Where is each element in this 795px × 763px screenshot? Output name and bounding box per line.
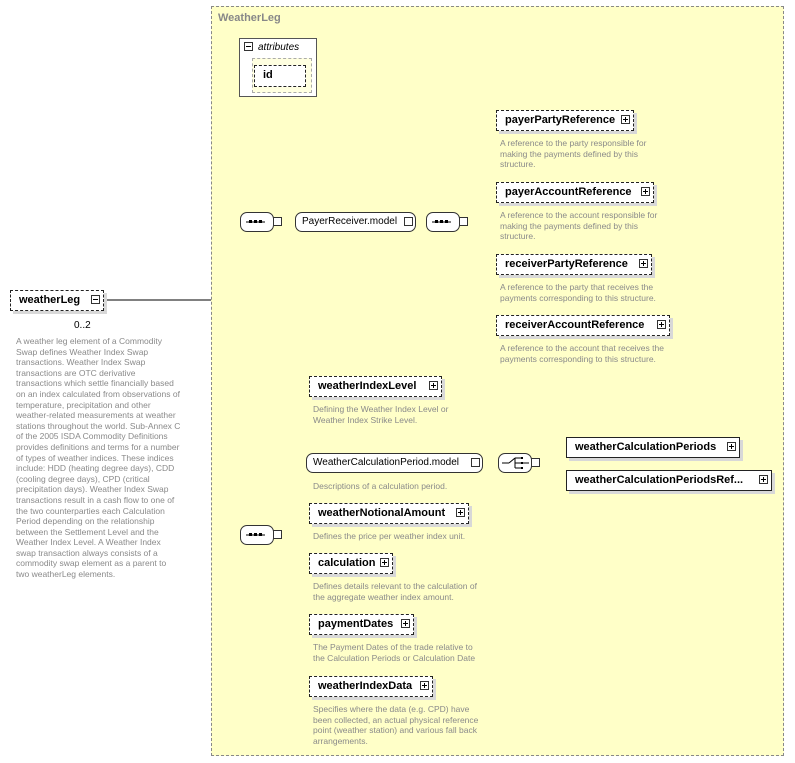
element-description: A reference to the account responsible f…	[500, 210, 658, 242]
expand-icon[interactable]	[641, 187, 650, 196]
complex-type-box	[211, 6, 784, 756]
element-description: A reference to the party responsible for…	[500, 138, 647, 170]
element-weathernotionalamount[interactable]: weatherNotionalAmount	[309, 503, 469, 524]
root-element-label: weatherLeg	[19, 294, 81, 306]
root-element-weatherleg[interactable]: weatherLeg	[10, 290, 104, 311]
sequence-compositor-icon[interactable]	[240, 212, 274, 232]
attribute-id-label: id	[263, 69, 273, 81]
element-receiverpartyreference[interactable]: receiverPartyReference	[496, 254, 652, 275]
expand-icon[interactable]	[727, 442, 736, 451]
element-label: receiverAccountReference	[505, 319, 645, 331]
sequence-compositor-icon[interactable]	[426, 212, 460, 232]
attributes-label: attributes	[258, 42, 300, 53]
collapse-icon[interactable]	[273, 530, 282, 539]
expand-icon[interactable]	[639, 259, 648, 268]
expand-icon[interactable]	[759, 475, 768, 484]
collapse-icon[interactable]	[531, 458, 540, 467]
element-label: receiverPartyReference	[505, 258, 628, 270]
element-label: payerAccountReference	[505, 186, 632, 198]
expand-icon[interactable]	[456, 508, 465, 517]
expand-icon[interactable]	[380, 558, 389, 567]
element-description: Defines the price per weather index unit…	[313, 531, 466, 541]
collapse-icon[interactable]	[471, 458, 480, 467]
element-description: The Payment Dates of the trade relative …	[313, 642, 476, 663]
expand-icon[interactable]	[401, 619, 410, 628]
element-calculation[interactable]: calculation	[309, 553, 393, 574]
complex-type-title: WeatherLeg	[218, 12, 281, 24]
expand-icon[interactable]	[657, 320, 666, 329]
group-payer-receiver-model[interactable]: PayerReceiver.model	[295, 212, 416, 232]
group-description: Descriptions of a calculation period.	[313, 481, 448, 491]
element-weatherindexlevel[interactable]: weatherIndexLevel	[309, 376, 442, 397]
expand-icon[interactable]	[429, 381, 438, 390]
element-label: calculation	[318, 557, 376, 569]
collapse-icon[interactable]	[273, 217, 282, 226]
element-weathercalculationperiods[interactable]: weatherCalculationPeriods	[566, 437, 740, 458]
sequence-compositor-icon[interactable]	[240, 525, 274, 545]
element-label: weatherIndexData	[318, 680, 413, 692]
expand-icon[interactable]	[420, 681, 429, 690]
element-description: A reference to the party that receives t…	[500, 282, 656, 303]
collapse-icon[interactable]	[404, 217, 413, 226]
element-description: Defines details relevant to the calculat…	[313, 581, 477, 602]
element-weatherindexdata[interactable]: weatherIndexData	[309, 676, 433, 697]
expand-icon[interactable]	[621, 115, 630, 124]
group-label: WeatherCalculationPeriod.model	[313, 457, 460, 468]
element-description: A reference to the account that receives…	[500, 343, 664, 364]
collapse-attributes-icon[interactable]	[244, 42, 253, 51]
element-payeraccountreference[interactable]: payerAccountReference	[496, 182, 654, 203]
choice-compositor-icon[interactable]	[498, 453, 532, 473]
element-receiveraccountreference[interactable]: receiverAccountReference	[496, 315, 670, 336]
element-description: Specifies where the data (e.g. CPD) have…	[313, 704, 479, 746]
element-label: paymentDates	[318, 618, 394, 630]
group-weather-calculation-period-model[interactable]: WeatherCalculationPeriod.model	[306, 453, 483, 473]
element-label: weatherNotionalAmount	[318, 507, 446, 519]
element-label: payerPartyReference	[505, 114, 616, 126]
collapse-icon[interactable]	[91, 295, 100, 304]
element-label: weatherCalculationPeriods	[575, 441, 717, 453]
element-weathercalculationperiodsreference[interactable]: weatherCalculationPeriodsRef...	[566, 470, 772, 491]
element-payerpartyreference[interactable]: payerPartyReference	[496, 110, 634, 131]
attribute-id[interactable]: id	[254, 65, 306, 87]
group-label: PayerReceiver.model	[302, 216, 398, 227]
collapse-icon[interactable]	[459, 217, 468, 226]
element-label: weatherCalculationPeriodsRef...	[575, 474, 744, 486]
element-label: weatherIndexLevel	[318, 380, 417, 392]
element-paymentdates[interactable]: paymentDates	[309, 614, 414, 635]
root-cardinality: 0..2	[74, 320, 91, 331]
